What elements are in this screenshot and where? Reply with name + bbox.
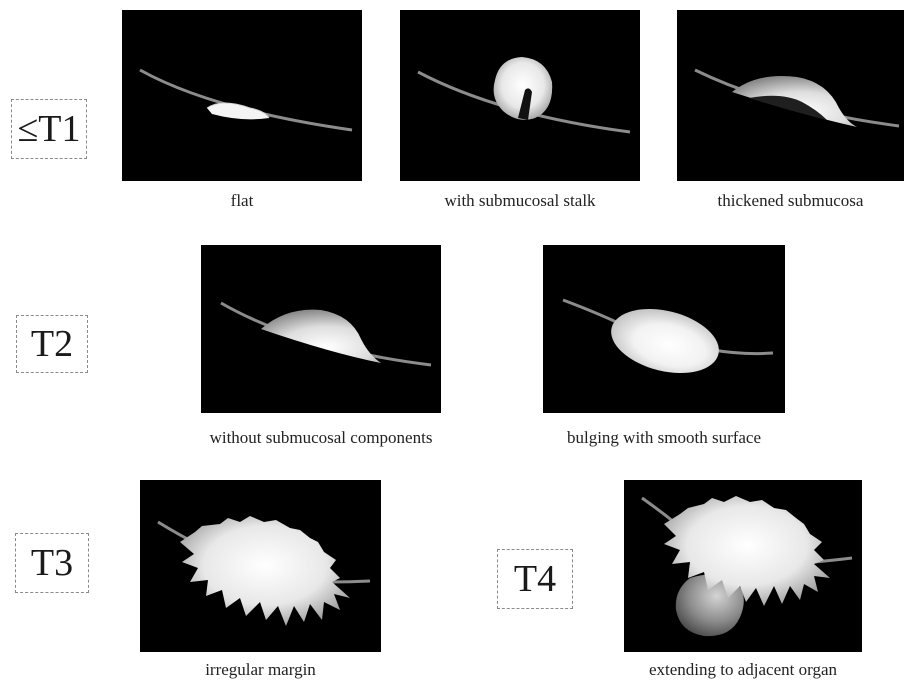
illustration-thickened-submucosa [677, 10, 904, 181]
illustration-irregular-margin [140, 480, 381, 652]
panel-bulging [543, 245, 785, 413]
panel-irregular-margin [140, 480, 381, 652]
caption-thickened-submucosa: thickened submucosa [677, 191, 904, 211]
illustration-submucosal-stalk [400, 10, 640, 181]
illustration-without-submucosal [201, 245, 441, 413]
panel-flat [122, 10, 362, 181]
caption-bulging: bulging with smooth surface [513, 428, 815, 448]
stage-label-t1: ≤T1 [11, 99, 87, 159]
stage-label-t3: T3 [15, 533, 89, 593]
panel-thickened-submucosa [677, 10, 904, 181]
stage-label-t1-text: ≤T1 [17, 108, 80, 150]
caption-submucosal-stalk: with submucosal stalk [400, 191, 640, 211]
stage-label-t2: T2 [16, 315, 88, 373]
panel-submucosal-stalk [400, 10, 640, 181]
panel-without-submucosal [201, 245, 441, 413]
illustration-bulging [543, 245, 785, 413]
caption-extending-adjacent-organ: extending to adjacent organ [599, 660, 887, 680]
stage-label-t4: T4 [497, 549, 573, 609]
stage-label-t4-text: T4 [514, 558, 556, 600]
caption-irregular-margin: irregular margin [140, 660, 381, 680]
panel-extending-adjacent-organ [624, 480, 862, 652]
stage-label-t3-text: T3 [31, 542, 73, 584]
illustration-flat [122, 10, 362, 181]
caption-flat: flat [122, 191, 362, 211]
stage-label-t2-text: T2 [31, 323, 73, 365]
illustration-extending-adjacent-organ [624, 480, 862, 652]
caption-without-submucosal: without submucosal components [161, 428, 481, 448]
